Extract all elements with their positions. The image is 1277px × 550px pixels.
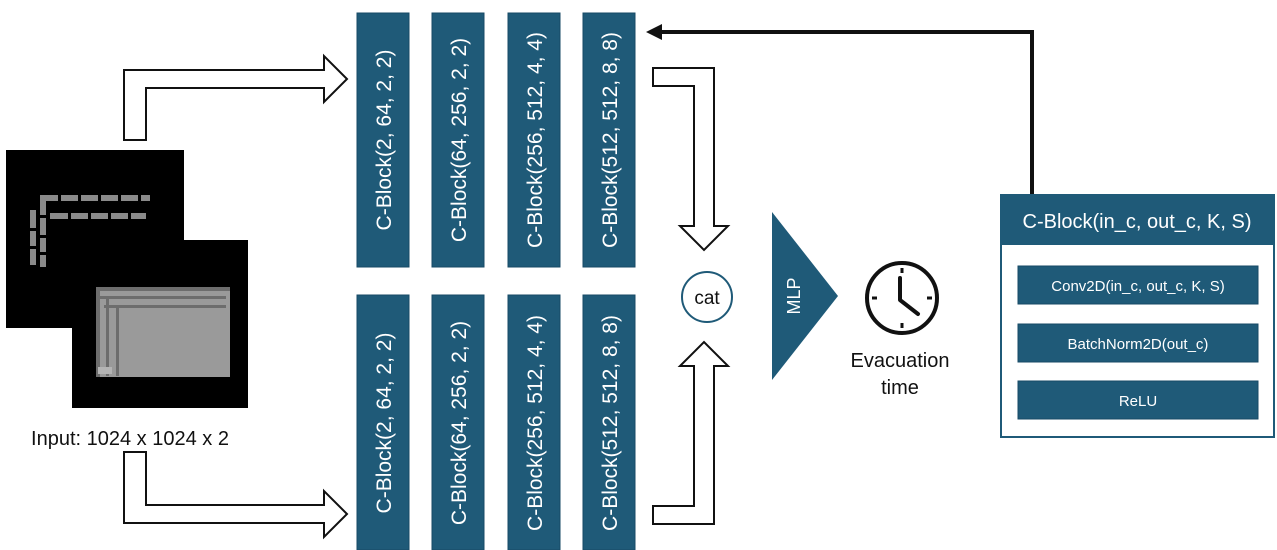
input-label: Input: 1024 x 1024 x 2 — [31, 428, 229, 450]
output-label-line1: Evacuation — [851, 350, 950, 372]
layer-relu[interactable]: ReLU — [1017, 380, 1259, 420]
cat-node[interactable]: cat — [681, 271, 733, 323]
cblock-detail-to-blocks-arrow — [646, 24, 1034, 195]
layer-conv2d[interactable]: Conv2D(in_c, out_c, K, S) — [1017, 265, 1259, 305]
cblock[interactable]: C-Block(2, 64, 2, 2) — [356, 294, 410, 550]
bottom-branch-to-cat-arrow — [652, 340, 731, 525]
cblock[interactable]: C-Block(2, 64, 2, 2) — [356, 12, 410, 268]
layer-label: ReLU — [1119, 393, 1157, 410]
cblock[interactable]: C-Block(256, 512, 4, 4) — [507, 12, 561, 268]
layer-label: Conv2D(in_c, out_c, K, S) — [1051, 278, 1224, 295]
cblock-label: C-Block(512, 512, 8, 8) — [599, 32, 622, 248]
cblock[interactable]: C-Block(64, 256, 2, 2) — [431, 12, 485, 268]
input-to-top-branch-arrow — [123, 53, 349, 141]
cblock-label: C-Block(512, 512, 8, 8) — [599, 315, 622, 531]
layer-label: BatchNorm2D(out_c) — [1068, 336, 1209, 353]
input-images: Input: 1024 x 1024 x 2 — [6, 150, 248, 450]
cblock-detail-title: C-Block(in_c, out_c, K, S) — [1023, 211, 1252, 233]
cblock[interactable]: C-Block(512, 512, 8, 8) — [582, 12, 636, 268]
bottom-branch: C-Block(2, 64, 2, 2) C-Block(64, 256, 2,… — [356, 294, 636, 550]
cblock-label: C-Block(2, 64, 2, 2) — [373, 50, 396, 231]
output-label-line2: time — [881, 377, 919, 399]
input-image-front — [72, 240, 248, 408]
top-branch: C-Block(2, 64, 2, 2) C-Block(64, 256, 2,… — [356, 12, 636, 268]
cat-label: cat — [694, 288, 720, 309]
layer-batchnorm2d[interactable]: BatchNorm2D(out_c) — [1017, 323, 1259, 363]
mlp-block[interactable]: MLP — [772, 212, 838, 380]
input-to-bottom-branch-arrow — [123, 451, 349, 540]
cblock-label: C-Block(64, 256, 2, 2) — [448, 38, 471, 242]
cblock[interactable]: C-Block(256, 512, 4, 4) — [507, 294, 561, 550]
clock-icon — [865, 261, 939, 335]
cblock-detail-panel: C-Block(in_c, out_c, K, S) Conv2D(in_c, … — [1000, 194, 1275, 438]
cblock-label: C-Block(64, 256, 2, 2) — [448, 321, 471, 525]
cblock-label: C-Block(256, 512, 4, 4) — [524, 32, 547, 248]
top-branch-to-cat-arrow — [652, 67, 731, 252]
cblock[interactable]: C-Block(64, 256, 2, 2) — [431, 294, 485, 550]
mlp-label: MLP — [784, 277, 804, 314]
output-label: Evacuation time — [851, 350, 950, 399]
cblock[interactable]: C-Block(512, 512, 8, 8) — [582, 294, 636, 550]
cblock-label: C-Block(256, 512, 4, 4) — [524, 315, 547, 531]
cblock-label: C-Block(2, 64, 2, 2) — [373, 333, 396, 514]
